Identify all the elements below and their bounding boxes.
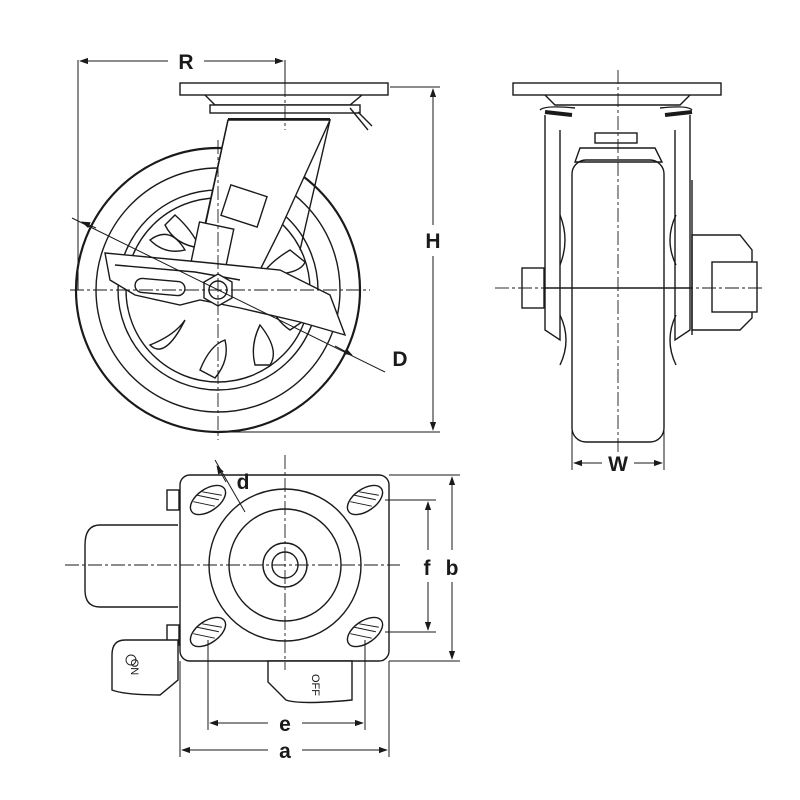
dim-label-D: D bbox=[392, 348, 407, 371]
dim-label-b: b bbox=[446, 557, 459, 580]
brake-off-tab bbox=[267, 660, 353, 704]
dim-label-R: R bbox=[178, 51, 193, 74]
front-top-plate bbox=[512, 82, 722, 96]
dim-label-H: H bbox=[425, 230, 440, 253]
top-mounting-plate bbox=[179, 82, 389, 96]
top-view: ON OFF d f bbox=[65, 455, 460, 763]
side-view: R H D bbox=[70, 51, 441, 440]
brake-on-tab bbox=[111, 639, 179, 696]
brake-label-off: OFF bbox=[309, 674, 321, 696]
front-view: W bbox=[495, 70, 765, 476]
top-brake-housing bbox=[84, 524, 178, 608]
dim-label-d: d bbox=[237, 471, 250, 494]
brake-label-on: ON bbox=[128, 659, 140, 676]
dim-label-W: W bbox=[608, 453, 628, 476]
dim-label-a: a bbox=[279, 740, 291, 763]
mounting-bolt-holes bbox=[189, 484, 384, 648]
dim-label-e: e bbox=[279, 713, 291, 736]
dim-label-f: f bbox=[424, 557, 432, 580]
brake-slot bbox=[134, 277, 186, 297]
